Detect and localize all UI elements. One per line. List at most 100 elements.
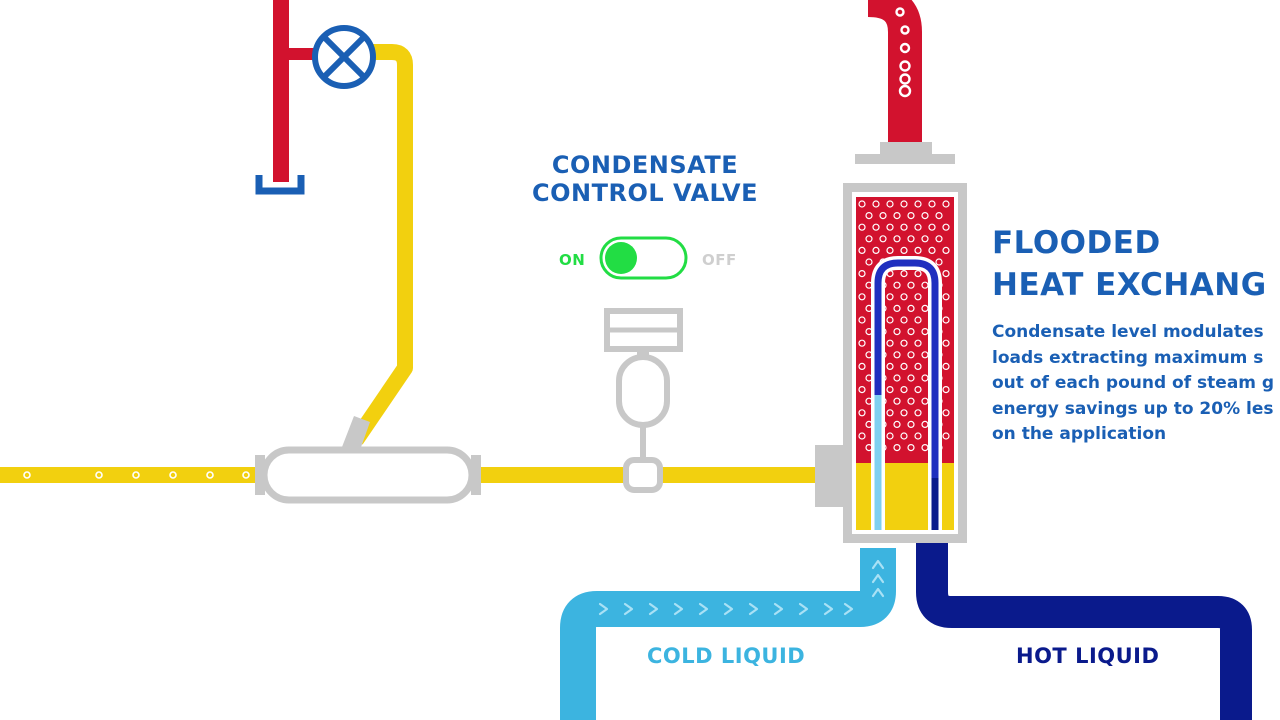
steam-bubble — [893, 444, 901, 452]
steam-bubble — [879, 212, 887, 220]
steam-bubble — [928, 246, 936, 254]
steam-bubble — [858, 223, 866, 231]
steam-bubble — [921, 212, 929, 220]
steam-bubble — [893, 235, 901, 243]
steam-bubble — [900, 293, 908, 301]
steam-bubble — [858, 386, 866, 394]
heat-exchanger-title-line1: FLOODED — [992, 225, 1161, 261]
steam-bubble — [900, 409, 908, 417]
steam-bubble — [907, 420, 915, 428]
steam-bubble — [893, 212, 901, 220]
steam-bubble — [886, 293, 894, 301]
steam-bubble — [921, 235, 929, 243]
steam-bubble — [900, 339, 908, 347]
steam-bubble — [893, 351, 901, 359]
steam-bubble — [893, 304, 901, 312]
steam-bubble — [942, 200, 950, 208]
steam-bubble — [942, 293, 950, 301]
steam-bubble — [942, 223, 950, 231]
steam-bubble — [935, 258, 943, 266]
steam-bubble — [907, 212, 915, 220]
steam-bubble — [907, 351, 915, 359]
toggle-off-label[interactable]: OFF — [702, 251, 737, 269]
steam-bubble — [914, 316, 922, 324]
steam-bubble — [914, 270, 922, 278]
steam-bubble — [900, 246, 908, 254]
control-valve-title-line2: CONTROL VALVE — [532, 179, 758, 207]
steam-bubble — [914, 339, 922, 347]
control-valve-title: CONDENSATE CONTROL VALVE — [500, 151, 790, 207]
condensate-receiver — [255, 416, 481, 504]
steam-bubble — [893, 374, 901, 382]
description-line: loads extracting maximum s — [992, 347, 1264, 368]
steam-bubble — [914, 246, 922, 254]
steam-bubble — [858, 339, 866, 347]
steam-bubble — [858, 200, 866, 208]
steam-branch-left — [273, 0, 317, 182]
steam-bubble — [914, 409, 922, 417]
steam-bubble — [886, 409, 894, 417]
steam-bubble — [865, 212, 873, 220]
steam-bubble — [865, 258, 873, 266]
steam-bubble — [893, 328, 901, 336]
steam-bubble — [872, 223, 880, 231]
steam-bubble — [886, 223, 894, 231]
steam-bubble — [893, 281, 901, 289]
steam-bubble — [907, 235, 915, 243]
steam-bubble — [907, 374, 915, 382]
steam-bubble — [907, 397, 915, 405]
cold-liquid-label: COLD LIQUID — [647, 644, 806, 668]
steam-bubble — [858, 270, 866, 278]
steam-bubble — [914, 223, 922, 231]
valve-toggle-switch[interactable] — [599, 236, 688, 280]
steam-inlet-pipe — [867, 0, 922, 142]
steam-bubble — [942, 386, 950, 394]
steam-bubble — [886, 386, 894, 394]
description-line: Condensate level modulates — [992, 322, 1264, 342]
steam-bubble — [886, 432, 894, 440]
hot-liquid-pipe — [916, 540, 1252, 720]
steam-bubble — [900, 386, 908, 394]
steam-bubble — [928, 223, 936, 231]
steam-bubble — [858, 432, 866, 440]
u-tube-bundle — [874, 259, 939, 530]
condensate-bypass-line — [345, 44, 413, 445]
steam-bubble — [858, 409, 866, 417]
steam-bubble — [942, 409, 950, 417]
steam-bubble — [858, 316, 866, 324]
steam-bubble — [907, 281, 915, 289]
toggle-on-label[interactable]: ON — [559, 251, 586, 269]
steam-bubble — [900, 270, 908, 278]
steam-bubble — [886, 246, 894, 254]
control-valve-actuator — [604, 308, 683, 493]
steam-bubble — [865, 235, 873, 243]
steam-bubble — [879, 235, 887, 243]
heat-exchanger-title: FLOODED HEAT EXCHANG — [992, 222, 1267, 306]
steam-bubble — [893, 397, 901, 405]
condensate-droplets — [23, 471, 250, 479]
heat-exchanger-title-line2: HEAT EXCHANG — [992, 267, 1267, 303]
steam-bubble — [914, 432, 922, 440]
steam-bubble — [942, 432, 950, 440]
steam-bubble — [858, 246, 866, 254]
steam-bubble — [942, 270, 950, 278]
steam-bubble — [893, 420, 901, 428]
heat-exchanger-description: Condensate level modulates loads extract… — [992, 320, 1274, 448]
cold-liquid-pipe — [560, 548, 896, 720]
steam-bubble — [928, 200, 936, 208]
steam-bubble — [886, 316, 894, 324]
steam-bubble — [872, 246, 880, 254]
description-line: on the application — [992, 424, 1167, 444]
steam-bubble — [942, 246, 950, 254]
steam-bubble — [858, 362, 866, 370]
steam-bubble — [935, 212, 943, 220]
steam-bubble — [872, 200, 880, 208]
steam-bubble — [900, 200, 908, 208]
steam-bubble — [907, 444, 915, 452]
steam-bubble — [935, 235, 943, 243]
hot-liquid-label: HOT LIQUID — [1016, 644, 1160, 668]
heat-exchanger — [815, 142, 967, 543]
steam-bubble — [900, 362, 908, 370]
description-line: energy savings up to 20% les — [992, 398, 1274, 419]
